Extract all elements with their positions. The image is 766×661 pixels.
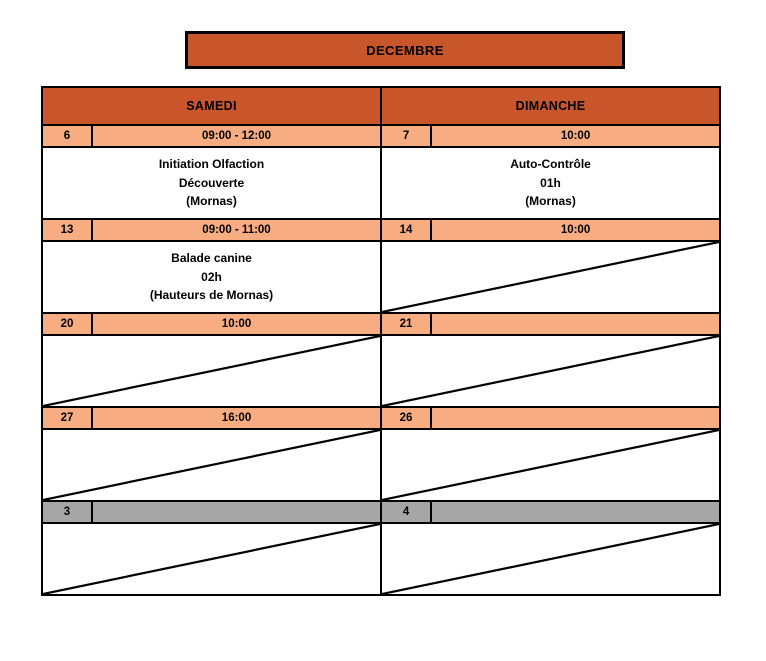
event-text-block: Balade canine 02h (Hauteurs de Mornas) [43, 249, 380, 305]
time-slot-saturday[interactable] [90, 500, 383, 524]
time-slot-sunday[interactable] [430, 406, 722, 430]
event-cell-sunday[interactable]: Auto-Contrôle 01h (Mornas) [380, 146, 722, 220]
time-slot-saturday[interactable]: 16:00 [90, 406, 383, 430]
week-event-row [40, 428, 722, 502]
event-text-line: Découverte [178, 175, 245, 190]
date-number-sunday[interactable]: 21 [380, 312, 433, 336]
event-cell-saturday[interactable]: Balade canine 02h (Hauteurs de Mornas) [40, 240, 383, 314]
event-cell-sunday[interactable] [380, 522, 722, 596]
date-number-sunday[interactable]: 7 [380, 124, 433, 148]
time-slot-sunday[interactable]: 10:00 [430, 124, 722, 148]
time-slot-saturday[interactable]: 10:00 [90, 312, 383, 336]
time-slot-saturday[interactable]: 09:00 - 12:00 [90, 124, 383, 148]
strikethrough-diagonal-icon [382, 524, 719, 594]
calendar-header: SAMEDI DIMANCHE [40, 86, 722, 126]
event-cell-saturday[interactable] [40, 428, 383, 502]
week-event-row: Balade canine 02h (Hauteurs de Mornas) [40, 240, 722, 314]
week-event-row [40, 334, 722, 408]
strikethrough-diagonal-icon [43, 336, 380, 406]
event-text-line: Balade canine [171, 251, 252, 266]
date-number-sunday[interactable]: 26 [380, 406, 433, 430]
strikethrough-diagonal-icon [382, 336, 719, 406]
event-cell-sunday[interactable] [380, 240, 722, 314]
time-slot-sunday[interactable] [430, 500, 722, 524]
date-number-saturday[interactable]: 27 [41, 406, 93, 430]
time-slot-sunday[interactable]: 10:00 [430, 218, 722, 242]
event-cell-sunday[interactable] [380, 428, 722, 502]
strikethrough-diagonal-icon [382, 242, 719, 312]
date-number-saturday[interactable]: 3 [41, 500, 93, 524]
event-text-line: (Mornas) [525, 194, 576, 209]
date-number-saturday[interactable]: 6 [41, 124, 93, 148]
event-text-line: (Mornas) [186, 194, 237, 209]
event-cell-sunday[interactable] [380, 334, 722, 408]
time-slot-saturday[interactable]: 09:00 - 11:00 [90, 218, 383, 242]
week-event-row [40, 522, 722, 596]
event-text-line: Initiation Olfaction [158, 157, 265, 172]
event-text-line: Auto-Contrôle [510, 157, 591, 172]
event-text-line: 01h [540, 175, 561, 190]
day-of-week-header-row: SAMEDI DIMANCHE [40, 86, 722, 126]
event-cell-saturday[interactable] [40, 522, 383, 596]
time-slot-sunday[interactable] [430, 312, 722, 336]
column-header-sunday: DIMANCHE [380, 86, 722, 126]
date-number-saturday[interactable]: 13 [41, 218, 93, 242]
month-title: DECEMBRE [185, 31, 625, 69]
strikethrough-diagonal-icon [382, 430, 719, 500]
date-number-sunday[interactable]: 4 [380, 500, 433, 524]
event-text-line: 02h [201, 269, 222, 284]
event-text-block: Auto-Contrôle 01h (Mornas) [382, 155, 719, 211]
strikethrough-diagonal-icon [43, 430, 380, 500]
date-number-saturday[interactable]: 20 [41, 312, 93, 336]
strikethrough-diagonal-icon [43, 524, 380, 594]
month-banner-container: DECEMBRE [185, 31, 625, 69]
date-number-sunday[interactable]: 14 [380, 218, 433, 242]
column-header-saturday: SAMEDI [40, 86, 383, 126]
event-text-line: (Hauteurs de Mornas) [149, 288, 274, 303]
event-cell-saturday[interactable] [40, 334, 383, 408]
